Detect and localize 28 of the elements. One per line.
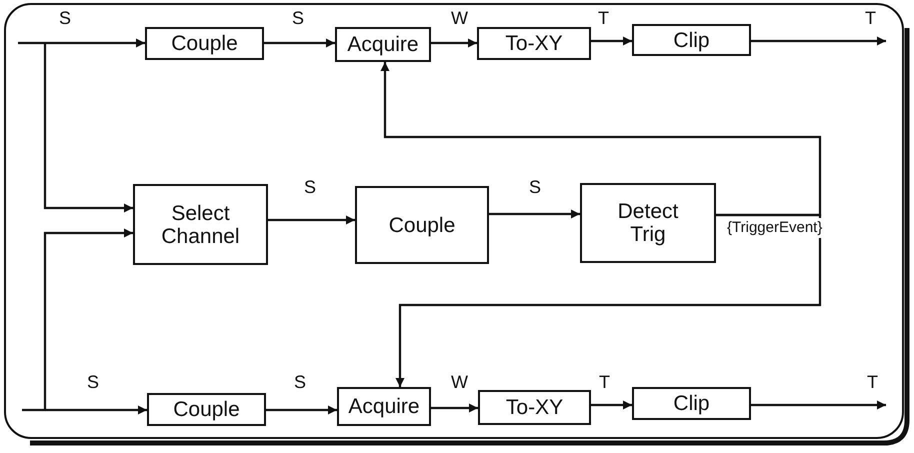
arrow	[22, 406, 147, 414]
process-box: Detect Trig	[580, 183, 716, 263]
process-box: Select Channel	[133, 184, 268, 265]
process-box: Couple	[147, 393, 266, 426]
arrow	[591, 36, 632, 46]
process-box: Acquire	[335, 27, 431, 62]
process-box: To-XY	[478, 390, 591, 425]
arrow	[44, 228, 133, 410]
arrow	[431, 404, 478, 412]
arrow	[18, 38, 145, 48]
process-box: To-XY	[477, 27, 591, 60]
process-box: Acquire	[337, 387, 431, 426]
arrow	[489, 210, 580, 218]
arrow	[44, 42, 133, 212]
arrow	[751, 400, 886, 410]
arrow	[396, 214, 822, 387]
arrow	[751, 36, 886, 46]
arrow	[268, 216, 355, 224]
arrow	[591, 400, 632, 410]
process-box: Couple	[145, 27, 264, 60]
arrow	[431, 38, 477, 48]
arrow	[380, 62, 822, 216]
arrow	[264, 38, 335, 48]
process-box: Clip	[632, 24, 751, 56]
process-box: Clip	[632, 387, 751, 420]
arrow	[266, 406, 337, 414]
edge-label: {TriggerEvent}	[726, 218, 824, 238]
process-box: Couple	[355, 186, 489, 264]
